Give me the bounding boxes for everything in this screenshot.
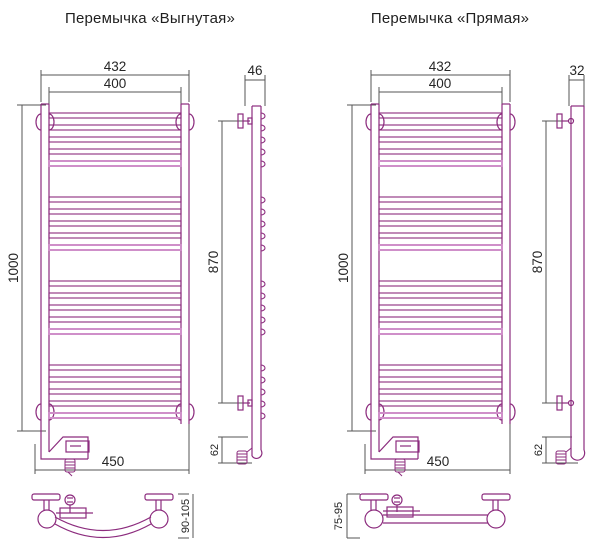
dim-870-left xyxy=(218,120,245,404)
title-right: Перемычка «Прямая» xyxy=(370,10,530,27)
dim-400-left xyxy=(48,87,182,104)
dim-46-label: 46 xyxy=(247,63,262,78)
dim-1000-left-label: 1000 xyxy=(6,253,21,283)
dim-870-left-label: 870 xyxy=(206,251,221,274)
dim-450-left-label: 450 xyxy=(102,454,125,469)
left-side-valve-icon xyxy=(236,447,253,465)
right-frame-rails xyxy=(365,103,516,424)
dim-75-95-label: 75-95 xyxy=(333,502,345,530)
dim-32-label: 32 xyxy=(569,63,584,78)
dim-32 xyxy=(568,75,585,106)
dim-400-right-label: 400 xyxy=(429,76,452,91)
right-side-view: 32 870 62 xyxy=(530,63,586,465)
right-side-body xyxy=(570,105,586,461)
right-bottom-bracket xyxy=(370,424,420,460)
dim-1000-left xyxy=(17,104,46,432)
right-side-mount-top xyxy=(556,113,575,129)
left-valve-icon xyxy=(64,458,76,477)
dim-62-left-label: 62 xyxy=(209,444,221,456)
dim-90-105-label: 90-105 xyxy=(180,499,192,533)
right-front-view: 432 400 1000 450 xyxy=(336,59,516,477)
dim-75-95 xyxy=(346,493,360,539)
right-side-valve-icon xyxy=(555,447,572,465)
right-detail-geometry xyxy=(359,493,511,529)
left-side-mount-bottom xyxy=(237,395,253,411)
right-rungs xyxy=(378,112,503,419)
left-rungs xyxy=(48,112,182,419)
dim-90-105 xyxy=(178,493,194,539)
right-valve-icon xyxy=(394,458,406,477)
dim-400-left-label: 400 xyxy=(104,76,127,91)
dim-450-right-label: 450 xyxy=(427,454,450,469)
right-side-mount-bottom xyxy=(556,395,575,411)
left-side-view: 46 870 62 xyxy=(206,63,266,465)
dim-432-left xyxy=(40,70,190,102)
dim-1000-right-label: 1000 xyxy=(336,253,351,283)
left-detail-curved-bracket: 90-105 xyxy=(31,493,194,539)
title-left: Перемычка «Выгнутая» xyxy=(64,10,235,27)
left-bottom-bracket xyxy=(40,424,90,460)
left-side-rungs xyxy=(260,112,266,420)
dim-400-right xyxy=(378,87,503,104)
dim-432-left-label: 432 xyxy=(104,59,127,74)
dim-432-right-label: 432 xyxy=(429,59,452,74)
dim-62-right-label: 62 xyxy=(533,444,545,456)
left-frame-rails xyxy=(35,103,195,424)
dim-46 xyxy=(244,75,266,106)
left-side-body xyxy=(251,105,263,459)
dim-1000-right xyxy=(347,104,376,432)
dim-870-right-label: 870 xyxy=(530,251,545,274)
left-front-view: 432 400 1000 450 xyxy=(6,59,195,477)
dim-432-right xyxy=(370,70,511,102)
left-side-mount-top xyxy=(237,113,253,129)
right-detail-straight-bracket: 75-95 xyxy=(333,493,511,539)
left-detail-geometry xyxy=(31,493,174,538)
dim-870-right xyxy=(542,120,566,404)
dim-62-right xyxy=(542,436,578,464)
